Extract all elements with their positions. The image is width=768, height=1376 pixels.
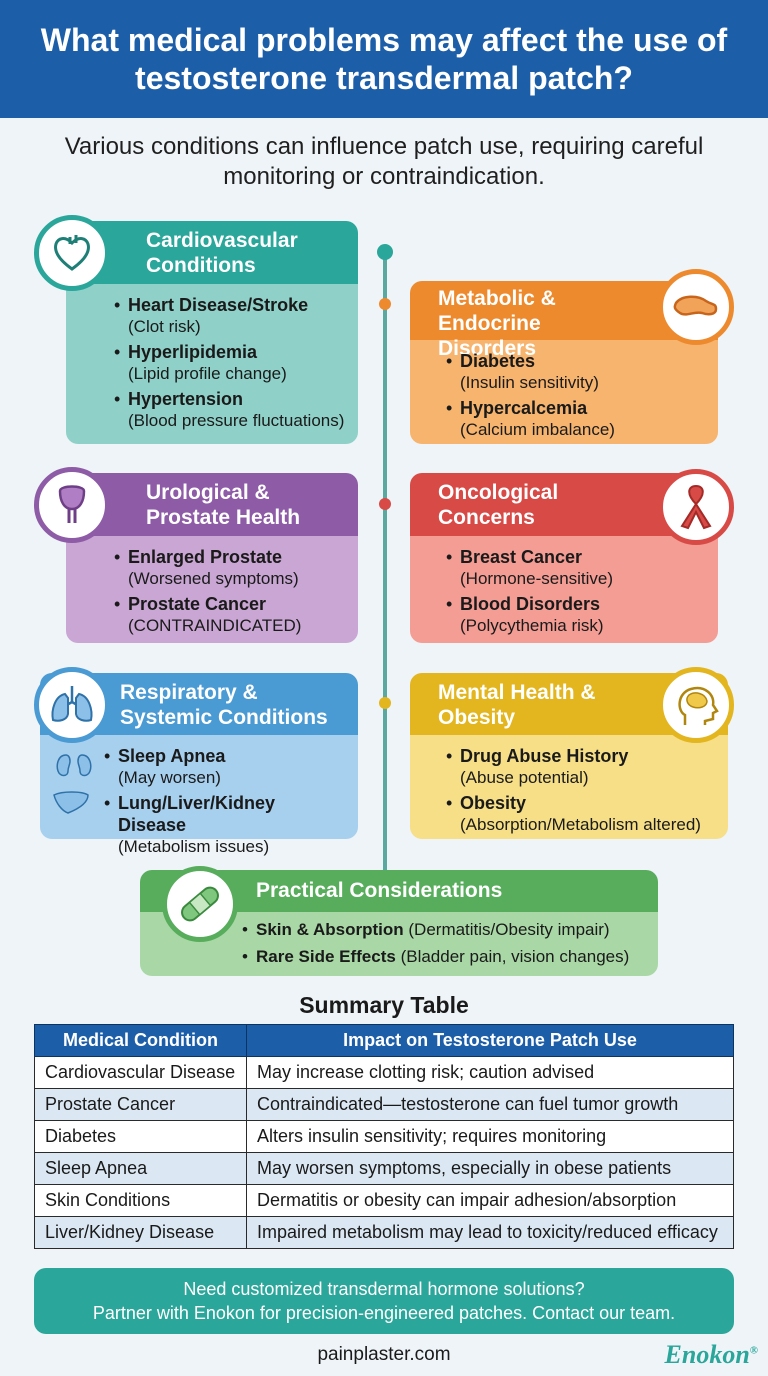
list-item: Hypercalcemia(Calcium imbalance) — [446, 397, 706, 440]
card-title: Practical Considerations — [256, 879, 503, 902]
bandage-icon — [162, 866, 238, 942]
card-header: Cardiovascular Conditions — [66, 221, 358, 284]
list-item: Rare Side Effects (Bladder pain, vision … — [242, 943, 648, 970]
summary-title: Summary Table — [299, 992, 469, 1018]
card-respiratory: Respiratory & Systemic Conditions Sleep … — [34, 667, 358, 856]
card-body: Diabetes(Insulin sensitivity) Hypercalce… — [410, 340, 718, 444]
page-subtitle: Various conditions can influence patch u… — [64, 133, 704, 190]
cta-line: Need customized transdermal hormone solu… — [183, 1279, 585, 1299]
list-item: Enlarged Prostate(Worsened symptoms) — [114, 546, 346, 589]
list-item: Drug Abuse History(Abuse potential) — [446, 745, 716, 788]
list-item: Prostate Cancer(CONTRAINDICATED) — [114, 593, 346, 636]
card-title: Oncological Concerns — [438, 481, 559, 529]
list-item: Diabetes(Insulin sensitivity) — [446, 350, 706, 393]
card-body: Skin & Absorption (Dermatitis/Obesity im… — [140, 912, 658, 976]
timeline-dot — [379, 498, 391, 510]
card-metabolic: Metabolic & Endocrine Disorders Diabetes… — [410, 269, 734, 444]
list-item: Blood Disorders(Polycythemia risk) — [446, 593, 706, 636]
list-item: Hypertension(Blood pressure fluctuations… — [114, 388, 346, 431]
list-item: Sleep Apnea(May worsen) — [104, 745, 346, 788]
summary-table: Medical Condition Impact on Testosterone… — [34, 1024, 734, 1249]
column-header: Medical Condition — [34, 1024, 247, 1057]
list-item: Lung/Liver/Kidney Disease(Metabolism iss… — [104, 792, 346, 857]
card-body: Drug Abuse History(Abuse potential) Obes… — [410, 735, 728, 839]
awareness-ribbon-icon — [658, 469, 734, 545]
pancreas-icon — [658, 269, 734, 345]
cta-banner[interactable]: Need customized transdermal hormone solu… — [34, 1268, 734, 1334]
column-header: Impact on Testosterone Patch Use — [246, 1024, 734, 1057]
page-header: What medical problems may affect the use… — [0, 0, 768, 118]
card-title: Cardiovascular Conditions — [146, 229, 298, 277]
cta-line: Partner with Enokon for precision-engine… — [92, 1303, 676, 1323]
card-body: Breast Cancer(Hormone-sensitive) Blood D… — [410, 536, 718, 643]
timeline-line — [383, 252, 387, 878]
list-item: Heart Disease/Stroke(Clot risk) — [114, 294, 346, 337]
list-item: Skin & Absorption (Dermatitis/Obesity im… — [242, 916, 648, 943]
card-cardiovascular: Cardiovascular Conditions Heart Disease/… — [34, 215, 358, 444]
card-body: Sleep Apnea(May worsen) Lung/Liver/Kidne… — [40, 735, 358, 856]
kidney-icon — [54, 753, 94, 784]
heart-icon — [34, 215, 110, 291]
list-item: Obesity(Absorption/Metabolism altered) — [446, 792, 716, 835]
card-title: Mental Health & Obesity — [438, 681, 596, 729]
list-item: Breast Cancer(Hormone-sensitive) — [446, 546, 706, 589]
footer-url[interactable]: painplaster.com — [317, 1344, 451, 1365]
lungs-icon — [34, 667, 110, 743]
prostate-icon — [34, 467, 110, 543]
timeline-dot — [377, 244, 393, 260]
page-title: What medical problems may affect the use… — [40, 22, 728, 96]
card-title: Respiratory & Systemic Conditions — [120, 681, 328, 729]
brand-logo: Enokon® — [664, 1340, 758, 1369]
card-body: Heart Disease/Stroke(Clot risk) Hyperlip… — [66, 284, 358, 444]
card-practical-considerations: Practical Considerations Skin & Absorpti… — [140, 866, 658, 976]
card-oncological: Oncological Concerns Breast Cancer(Hormo… — [410, 469, 734, 643]
card-body: Enlarged Prostate(Worsened symptoms) Pro… — [66, 536, 358, 643]
timeline-dot — [379, 697, 391, 709]
card-title: Urological & Prostate Health — [146, 481, 301, 529]
liver-icon — [52, 789, 90, 820]
card-header: Urological & Prostate Health — [66, 473, 358, 536]
brain-head-icon — [658, 667, 734, 743]
card-urological: Urological & Prostate Health Enlarged Pr… — [34, 467, 358, 643]
timeline-dot — [379, 298, 391, 310]
card-mental-health: Mental Health & Obesity Drug Abuse Histo… — [410, 667, 734, 839]
list-item: Hyperlipidemia(Lipid profile change) — [114, 341, 346, 384]
